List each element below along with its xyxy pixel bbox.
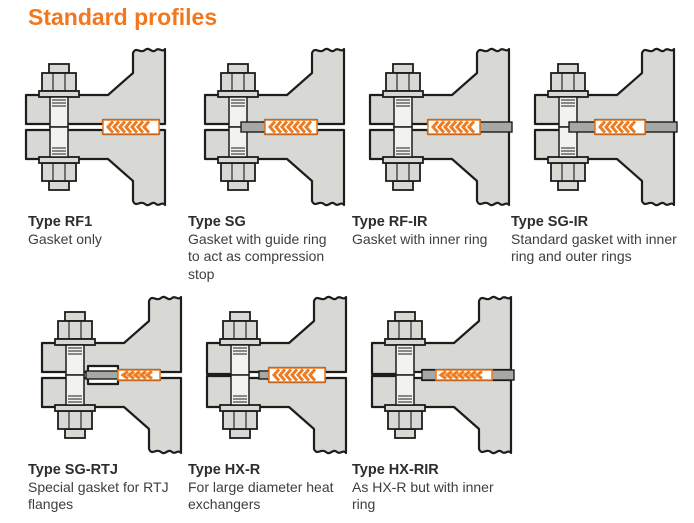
profile-description-hx-r: For large diameter heat exchangers bbox=[188, 479, 334, 513]
profile-caption: Type RF-IR Gasket with inner ring bbox=[350, 214, 509, 248]
flange-diagram-sg bbox=[183, 43, 350, 211]
profile-type-name-hx-rir: Type HX-RIR bbox=[352, 462, 439, 478]
page: Standard profiles Type RF1 Gasket only T… bbox=[0, 4, 694, 523]
profile-caption: Type SG-RTJ Special gasket for RTJ flang… bbox=[0, 462, 183, 514]
profile-card-hx-r: Type HX-R For large diameter heat exchan… bbox=[183, 291, 350, 514]
profile-type-name-sg-ir: Type SG-IR bbox=[511, 214, 589, 230]
profiles-row-1: Type RF1 Gasket only Type SG Gasket with… bbox=[0, 43, 694, 291]
profile-caption: Type SG-IR Standard gasket with inner ri… bbox=[509, 214, 694, 266]
profile-card-rf-ir: Type RF-IR Gasket with inner ring bbox=[350, 43, 513, 291]
profile-card-rf1: Type RF1 Gasket only bbox=[0, 43, 183, 291]
profile-type-name-rf-ir: Type RF-IR bbox=[352, 214, 428, 230]
profile-caption: Type HX-RIR As HX-R but with inner ring bbox=[350, 462, 509, 514]
flange-diagram-hx-r bbox=[183, 291, 350, 459]
profile-type-name-sg: Type SG bbox=[188, 214, 246, 230]
profile-description-hx-rir: As HX-R but with inner ring bbox=[352, 479, 494, 513]
page-title: Standard profiles bbox=[28, 4, 218, 30]
flange-diagram-hx-rir bbox=[350, 291, 515, 459]
flange-diagram-rf-ir bbox=[350, 43, 513, 211]
profile-caption: Type RF1 Gasket only bbox=[0, 214, 183, 248]
profile-caption: Type SG Gasket with guide ring to act as… bbox=[183, 214, 350, 283]
flange-diagram-sg-rtj bbox=[0, 291, 183, 459]
profile-type-name-hx-r: Type HX-R bbox=[188, 462, 261, 478]
profile-description-sg: Gasket with guide ring to act as compres… bbox=[188, 231, 327, 282]
profile-card-sg-rtj: Type SG-RTJ Special gasket for RTJ flang… bbox=[0, 291, 183, 514]
flange-diagram-rf1 bbox=[0, 43, 183, 211]
profile-description-sg-rtj: Special gasket for RTJ flanges bbox=[28, 479, 169, 513]
profile-card-sg-ir: Type SG-IR Standard gasket with inner ri… bbox=[509, 43, 694, 291]
profile-type-name-rf1: Type RF1 bbox=[28, 214, 93, 230]
profile-description-rf1: Gasket only bbox=[28, 231, 102, 247]
profile-card-sg: Type SG Gasket with guide ring to act as… bbox=[183, 43, 350, 291]
profile-type-name-sg-rtj: Type SG-RTJ bbox=[28, 462, 118, 478]
profile-card-hx-rir: Type HX-RIR As HX-R but with inner ring bbox=[350, 291, 515, 514]
flange-diagram-sg-ir bbox=[509, 43, 694, 211]
profile-caption: Type HX-R For large diameter heat exchan… bbox=[183, 462, 350, 514]
profiles-row-2: Type SG-RTJ Special gasket for RTJ flang… bbox=[0, 291, 694, 514]
profile-description-sg-ir: Standard gasket with inner ring and oute… bbox=[511, 231, 677, 265]
profile-description-rf-ir: Gasket with inner ring bbox=[352, 231, 488, 247]
